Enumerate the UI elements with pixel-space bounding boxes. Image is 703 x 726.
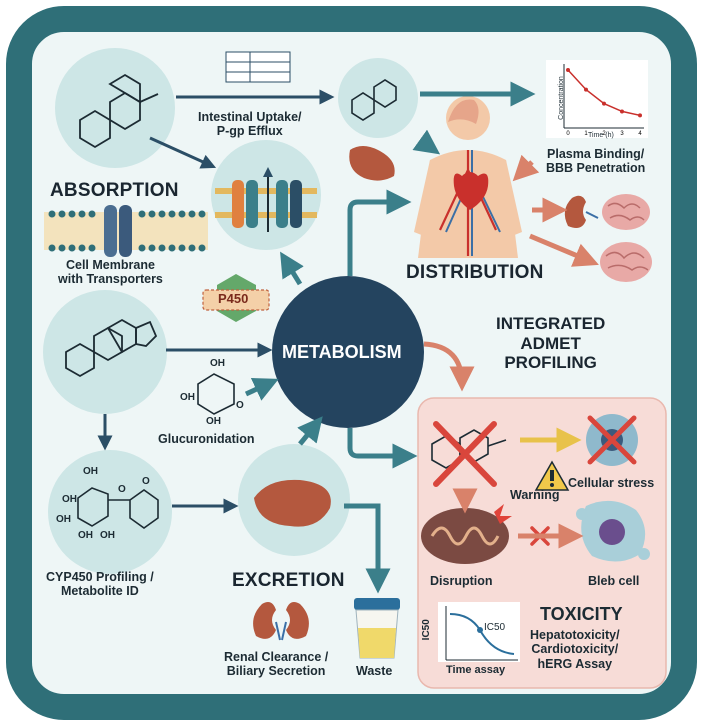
metabolite-molecule-icon bbox=[77, 487, 159, 529]
pk-curve-point bbox=[638, 113, 642, 118]
absorption-molecule-bubble bbox=[55, 48, 175, 168]
ic50-point-label: IC50 bbox=[484, 622, 506, 633]
pk-curve-chart: 0 1 2 3 4 bbox=[546, 60, 648, 138]
time-assay-label: Time assay bbox=[446, 664, 506, 676]
excretion-heading: EXCRETION bbox=[232, 570, 345, 591]
distribution-molecule-bubble bbox=[338, 58, 418, 138]
toxicity-heading: TOXICITY bbox=[540, 604, 623, 624]
uptake-label-line1: Intestinal Uptake/ bbox=[198, 110, 302, 124]
binding-label-line1: Plasma Binding/ bbox=[547, 147, 645, 161]
steroid-molecule-icon bbox=[65, 318, 158, 378]
specimen-cup-icon bbox=[354, 598, 400, 659]
liver-icon-excretion bbox=[254, 479, 331, 527]
cyp-profiling-line2: Metabolite ID bbox=[60, 584, 139, 599]
cross-mark-icon bbox=[433, 421, 497, 487]
clearance-label: Renal Clearance / Biliary Secretion bbox=[224, 650, 328, 679]
stress-label: Cellular stress bbox=[568, 476, 655, 490]
glucuronide-oh-1: OH bbox=[210, 358, 225, 369]
metabolite-oh-3: OH bbox=[56, 514, 71, 525]
pk-tick-label: 1 bbox=[584, 131, 588, 137]
polycyclic-molecule-icon bbox=[79, 73, 159, 149]
assays-label: Hepatotoxicity/ Cardiotoxicity/ hERG Ass… bbox=[530, 628, 620, 671]
waste-label: Waste bbox=[356, 664, 393, 678]
assays-label-line1: Hepatotoxicity/ bbox=[530, 628, 620, 642]
metabolite-ketone-o: O bbox=[142, 476, 150, 487]
distribution-heading: DISTRIBUTION bbox=[406, 262, 544, 283]
assays-label-line3: hERG Assay bbox=[537, 656, 613, 671]
pk-chart-xlabel: Time (h) bbox=[588, 132, 614, 139]
binding-label: Plasma Binding/ BBB Penetration bbox=[546, 147, 645, 176]
flow-arrows-teal bbox=[244, 81, 536, 594]
uptake-label: Intestinal Uptake/ P-gp Efflux bbox=[198, 110, 302, 139]
clearance-label-line1: Renal Clearance / bbox=[224, 650, 329, 664]
clearance-label-line2: Biliary Secretion bbox=[226, 664, 326, 679]
bleb-cell-icon bbox=[576, 500, 650, 562]
membrane-label: Cell Membrane with Transporters bbox=[58, 258, 163, 287]
pk-curve-point bbox=[602, 101, 606, 106]
glucuronide-o: O bbox=[236, 400, 244, 411]
metabolite-oh-1: OH bbox=[83, 466, 98, 477]
mitochondrion-icon bbox=[421, 504, 512, 564]
uptake-label-line2: P-gp Efflux bbox=[216, 124, 283, 139]
pk-tick-label: 3 bbox=[620, 131, 624, 137]
pk-tick-label: 0 bbox=[566, 131, 570, 137]
human-body-icon bbox=[414, 96, 522, 258]
cyp-profiling-line1: CYP450 Profiling / bbox=[46, 570, 154, 584]
metabolite-oh-4: OH bbox=[78, 530, 93, 541]
warning-triangle-icon bbox=[534, 460, 570, 491]
assays-label-line2: Cardiotoxicity/ bbox=[531, 642, 619, 657]
title-line3: PROFILING bbox=[504, 353, 597, 373]
membrane-label-line1: Cell Membrane bbox=[65, 258, 155, 272]
pk-chart-ylabel: Concentration bbox=[557, 76, 565, 120]
pk-tick-label: 2 bbox=[602, 131, 606, 137]
transporter-channel-icon bbox=[215, 167, 317, 232]
metabolism-heading: METABOLISM bbox=[282, 342, 402, 362]
glucuronidation-label: Glucuronidation bbox=[158, 432, 255, 446]
fused-ring-molecule-icon bbox=[351, 79, 397, 121]
liver-icon-distribution bbox=[349, 146, 395, 181]
metabolite-oh-2: OH bbox=[62, 494, 77, 505]
metabolite-ring-o: O bbox=[118, 484, 126, 495]
title-line1: INTEGRATED bbox=[496, 314, 606, 333]
p450-label: P450 bbox=[218, 291, 249, 306]
title-line2: ADMET bbox=[520, 333, 581, 353]
cyp-profiling-label: CYP450 Profiling / Metabolite ID bbox=[46, 570, 154, 599]
ic50-chart bbox=[438, 602, 520, 662]
kidney-icon-distribution bbox=[564, 195, 599, 228]
metabolism-hub bbox=[272, 276, 424, 428]
metabolite-oh-5: OH bbox=[100, 530, 115, 541]
pk-curve-point bbox=[620, 109, 624, 114]
glucuronide-oh-3: OH bbox=[206, 416, 221, 427]
glucuronide-molecule-icon bbox=[197, 373, 235, 415]
absorption-heading: ABSORPTION bbox=[50, 180, 179, 201]
pk-curve-point bbox=[584, 87, 588, 92]
ic50-axis-label: IC50 bbox=[420, 619, 432, 641]
membrane-label-line2: with Transporters bbox=[58, 272, 163, 287]
binding-label-line2: BBB Penetration bbox=[546, 161, 646, 176]
kidney-pair-icon bbox=[253, 602, 309, 641]
glucuronide-oh-2: OH bbox=[180, 392, 195, 403]
metabolite-bubble bbox=[48, 450, 172, 574]
pk-curve-point bbox=[566, 68, 570, 72]
brain-icon-lower bbox=[600, 242, 652, 282]
transporter-bubble bbox=[211, 140, 321, 250]
pk-tick-label: 4 bbox=[638, 131, 642, 137]
warning-label: Warning bbox=[510, 488, 560, 502]
flow-arrows-dark bbox=[97, 89, 335, 514]
disruption-label: Disruption bbox=[430, 574, 493, 588]
metabolism-molecule-bubble bbox=[43, 290, 167, 414]
bleb-label: Bleb cell bbox=[588, 574, 640, 588]
integrated-title: INTEGRATED ADMET PROFILING bbox=[496, 314, 605, 373]
data-table-icon bbox=[225, 51, 291, 83]
cell-membrane-icon bbox=[44, 205, 208, 257]
stressed-cell-icon bbox=[586, 414, 638, 466]
flow-arrows-orange bbox=[423, 154, 599, 549]
brain-icon-upper bbox=[602, 194, 650, 230]
